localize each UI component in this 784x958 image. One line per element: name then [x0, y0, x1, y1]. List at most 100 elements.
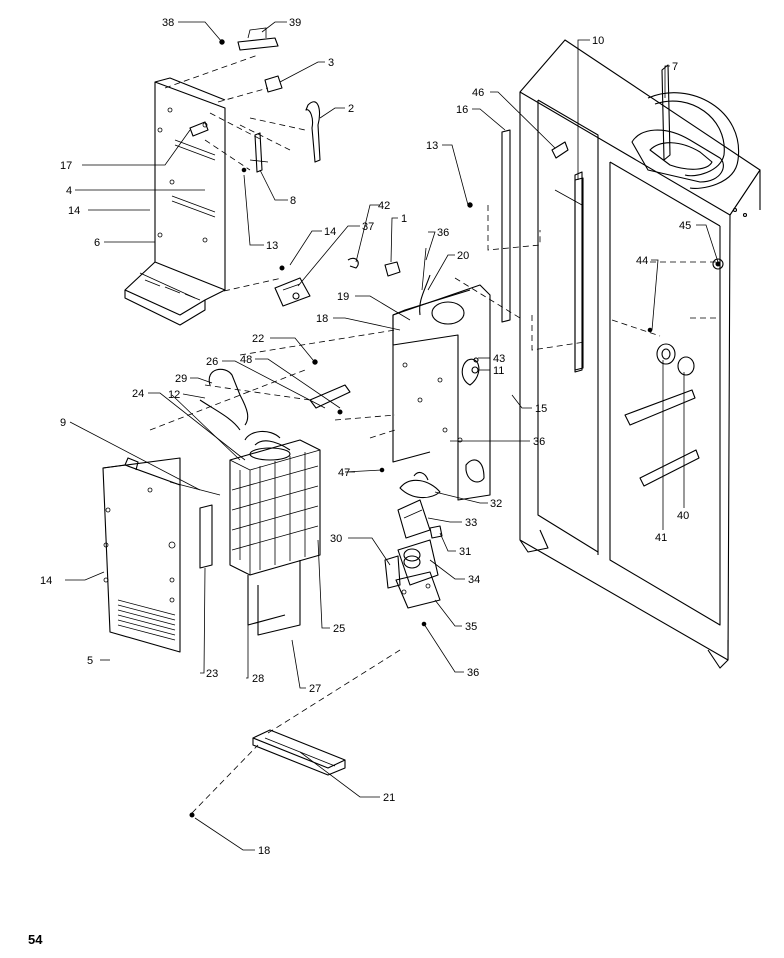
callout-19: 19: [337, 291, 349, 303]
callout-22: 22: [252, 333, 264, 345]
wire-20: [419, 274, 431, 316]
callout-43: 43: [493, 353, 505, 365]
wire-12: [199, 399, 241, 431]
callout-17: 17: [60, 160, 72, 172]
bracket-7: [661, 64, 671, 161]
callout-27: 27: [309, 683, 321, 695]
callout-34: 34: [468, 574, 480, 586]
callout-39: 39: [289, 17, 301, 29]
callout-13-right: 13: [426, 140, 438, 152]
callout-25: 25: [333, 623, 345, 635]
callout-2: 2: [348, 103, 354, 115]
callout-14-mid: 14: [324, 226, 336, 238]
screw-13-right: [467, 202, 473, 208]
callout-31: 31: [459, 546, 471, 558]
callout-10: 10: [592, 35, 604, 47]
callout-47: 47: [338, 467, 350, 479]
tube-2: [305, 101, 321, 163]
callout-29: 29: [175, 373, 187, 385]
screw-22: [312, 359, 318, 365]
callout-28: 28: [252, 673, 264, 685]
screw-44: [647, 327, 653, 333]
block-1: [384, 261, 401, 277]
callout-20: 20: [457, 250, 469, 262]
drain-trough-21: [252, 729, 346, 776]
callout-7: 7: [672, 61, 678, 73]
wire-24: [171, 394, 241, 461]
cabinet-shell: [519, 39, 761, 669]
callout-3: 3: [328, 57, 334, 69]
fan-motor-34: [397, 539, 439, 586]
callout-14-left: 14: [68, 205, 80, 217]
evaporator-cover-panel-5: [102, 457, 181, 653]
bracket-8: [249, 132, 269, 173]
screw-14-mid: [279, 265, 285, 271]
grommet-31: [429, 525, 443, 539]
callout-14-bottom: 14: [40, 575, 52, 587]
wire-9: [169, 481, 221, 496]
callout-16: 16: [456, 104, 468, 116]
callout-36-mid: 36: [533, 436, 545, 448]
alignment-dashes-lower: [149, 329, 401, 814]
callout-38: 38: [162, 17, 174, 29]
callout-18-bottom: 18: [258, 845, 270, 857]
callout-36-bottom: 36: [467, 667, 479, 679]
screw-46: [551, 141, 569, 159]
callout-24: 24: [132, 388, 144, 400]
screw-13-left: [241, 167, 247, 173]
callout-15: 15: [535, 403, 547, 415]
callout-4: 4: [66, 185, 72, 197]
heater-tube-28: [247, 575, 286, 626]
screw-18-bottom: [189, 812, 195, 818]
clip-26-48: [309, 384, 351, 415]
callout-6: 6: [94, 237, 100, 249]
motor-mount-35: [395, 571, 441, 609]
thermostat-37: [274, 277, 311, 307]
fan-motor-bracket-33: [397, 499, 431, 539]
callout-36-top: 36: [437, 227, 449, 239]
fan-blade-32: [399, 471, 441, 499]
clip-39: [237, 27, 279, 51]
callout-37: 37: [362, 221, 374, 233]
callout-21: 21: [383, 792, 395, 804]
heater-27: [257, 560, 301, 636]
alignment-dashes-cabinet: [454, 205, 721, 351]
clip-42: [347, 257, 359, 269]
evaporator-coil-25: [229, 430, 321, 576]
callout-44: 44: [636, 255, 648, 267]
callout-46: 46: [472, 87, 484, 99]
block-3: [264, 75, 283, 93]
door-gasket-strips: [501, 129, 584, 371]
wire-36-top: [421, 247, 427, 291]
grommet-41: [656, 343, 676, 365]
evaporator-cover-19: [392, 284, 491, 501]
callout-35: 35: [465, 621, 477, 633]
callout-12: 12: [168, 389, 180, 401]
callout-32: 32: [490, 498, 502, 510]
callout-41: 41: [655, 532, 667, 544]
callout-26: 26: [206, 356, 218, 368]
callout-labels: 38 39 3 2 17 4 14 6 8 13 14 37 42 1 36 2…: [40, 17, 691, 857]
grommet-30: [384, 555, 401, 589]
callout-23: 23: [206, 668, 218, 680]
callout-9: 9: [60, 417, 66, 429]
page-number: 54: [28, 932, 43, 947]
screw-43: [473, 357, 479, 363]
callout-45: 45: [679, 220, 691, 232]
callout-33: 33: [465, 517, 477, 529]
leader-lines: [65, 21, 719, 851]
callout-40: 40: [677, 510, 689, 522]
callout-48: 48: [240, 354, 252, 366]
callout-1: 1: [401, 213, 407, 225]
plug-40: [677, 356, 695, 376]
alignment-dashes-left: [164, 54, 306, 292]
callout-18-mid: 18: [316, 313, 328, 325]
callout-8: 8: [290, 195, 296, 207]
defrost-terminator-23: [199, 504, 213, 569]
callout-42: 42: [378, 200, 390, 212]
callout-11: 11: [493, 365, 504, 377]
callout-5: 5: [87, 655, 93, 667]
callout-30: 30: [330, 533, 342, 545]
drain-tube-29: [208, 368, 249, 426]
